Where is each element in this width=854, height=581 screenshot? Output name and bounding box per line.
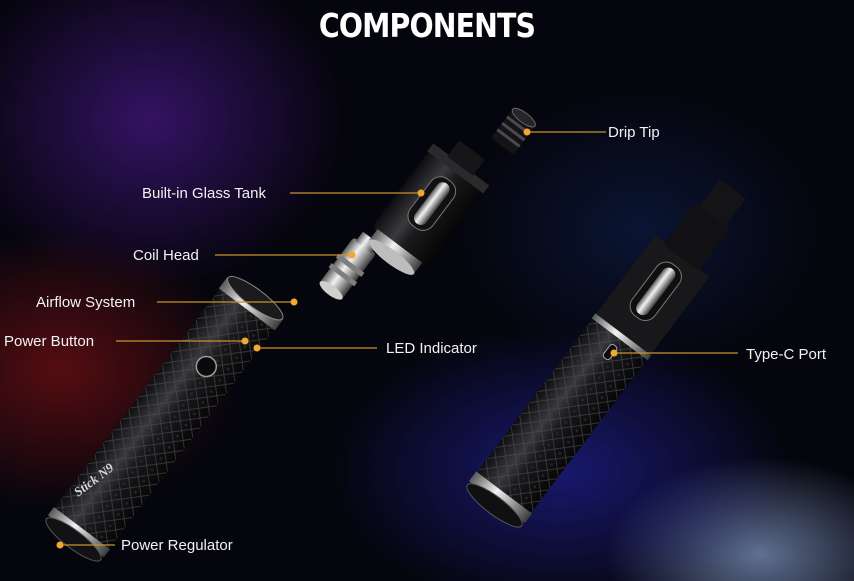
drip-tip: [492, 107, 536, 154]
marker-coil-head: [348, 251, 356, 259]
marker-glass-tank: [417, 189, 425, 197]
marker-power-button: [241, 337, 249, 345]
label-type-c-port: Type-C Port: [746, 346, 827, 363]
marker-led-indicator: [253, 344, 261, 352]
label-airflow-system: Airflow System: [36, 294, 136, 311]
label-drip-tip: Drip Tip: [608, 124, 660, 141]
battery-body: [45, 276, 284, 562]
marker-type-c: [610, 349, 618, 357]
glass-tank: [368, 140, 490, 275]
label-glass-tank: Built-in Glass Tank: [142, 185, 266, 202]
leader-lines: [62, 131, 738, 546]
marker-airflow: [290, 298, 298, 306]
page-title: COMPONENTS: [318, 6, 536, 45]
marker-drip-tip: [523, 128, 531, 136]
label-led-indicator: LED Indicator: [386, 340, 477, 357]
marker-dots: [56, 128, 618, 549]
label-coil-head: Coil Head: [133, 247, 199, 264]
assembled-device: [466, 179, 746, 528]
marker-power-regulator: [56, 541, 64, 549]
label-power-regulator: Power Regulator: [121, 537, 233, 554]
label-power-button: Power Button: [4, 333, 95, 350]
